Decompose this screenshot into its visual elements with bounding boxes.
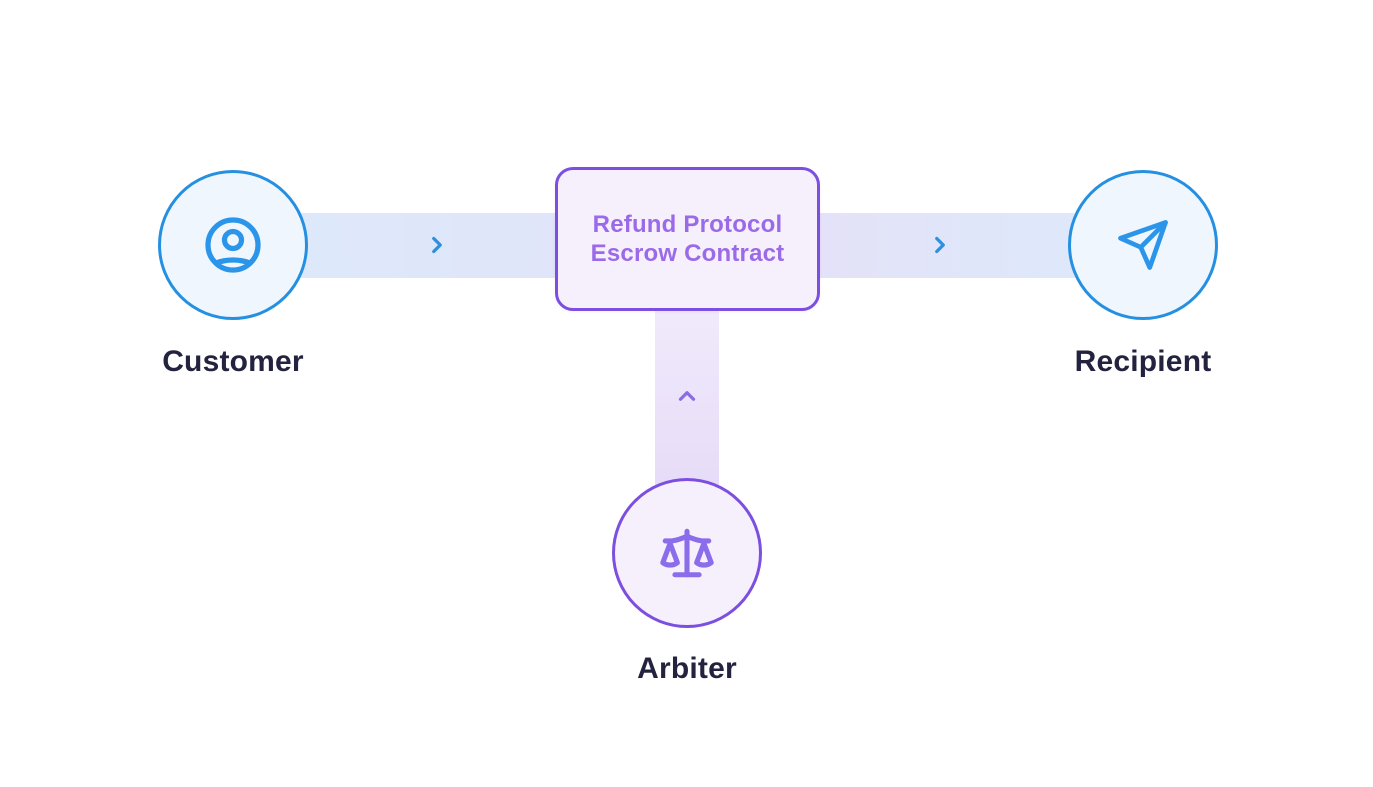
- connector-arbiter-to-escrow: [655, 310, 719, 486]
- recipient-node: [1068, 170, 1218, 320]
- chevron-right-icon: [424, 232, 450, 258]
- customer-node: [158, 170, 308, 320]
- escrow-label-line1: Refund Protocol: [592, 211, 783, 238]
- scale-icon: [658, 524, 716, 582]
- chevron-right-icon: [927, 232, 953, 258]
- arbiter-label: Arbiter: [637, 652, 737, 685]
- escrow-label-line2: Escrow Contract: [590, 240, 785, 267]
- customer-label: Customer: [162, 345, 304, 378]
- recipient-label: Recipient: [1074, 345, 1212, 378]
- send-icon: [1116, 218, 1170, 272]
- escrow-contract-node: Refund Protocol Escrow Contract: [555, 167, 820, 311]
- chevron-up-icon: [674, 383, 700, 409]
- arbiter-node: [612, 478, 762, 628]
- user-circle-icon: [203, 215, 263, 275]
